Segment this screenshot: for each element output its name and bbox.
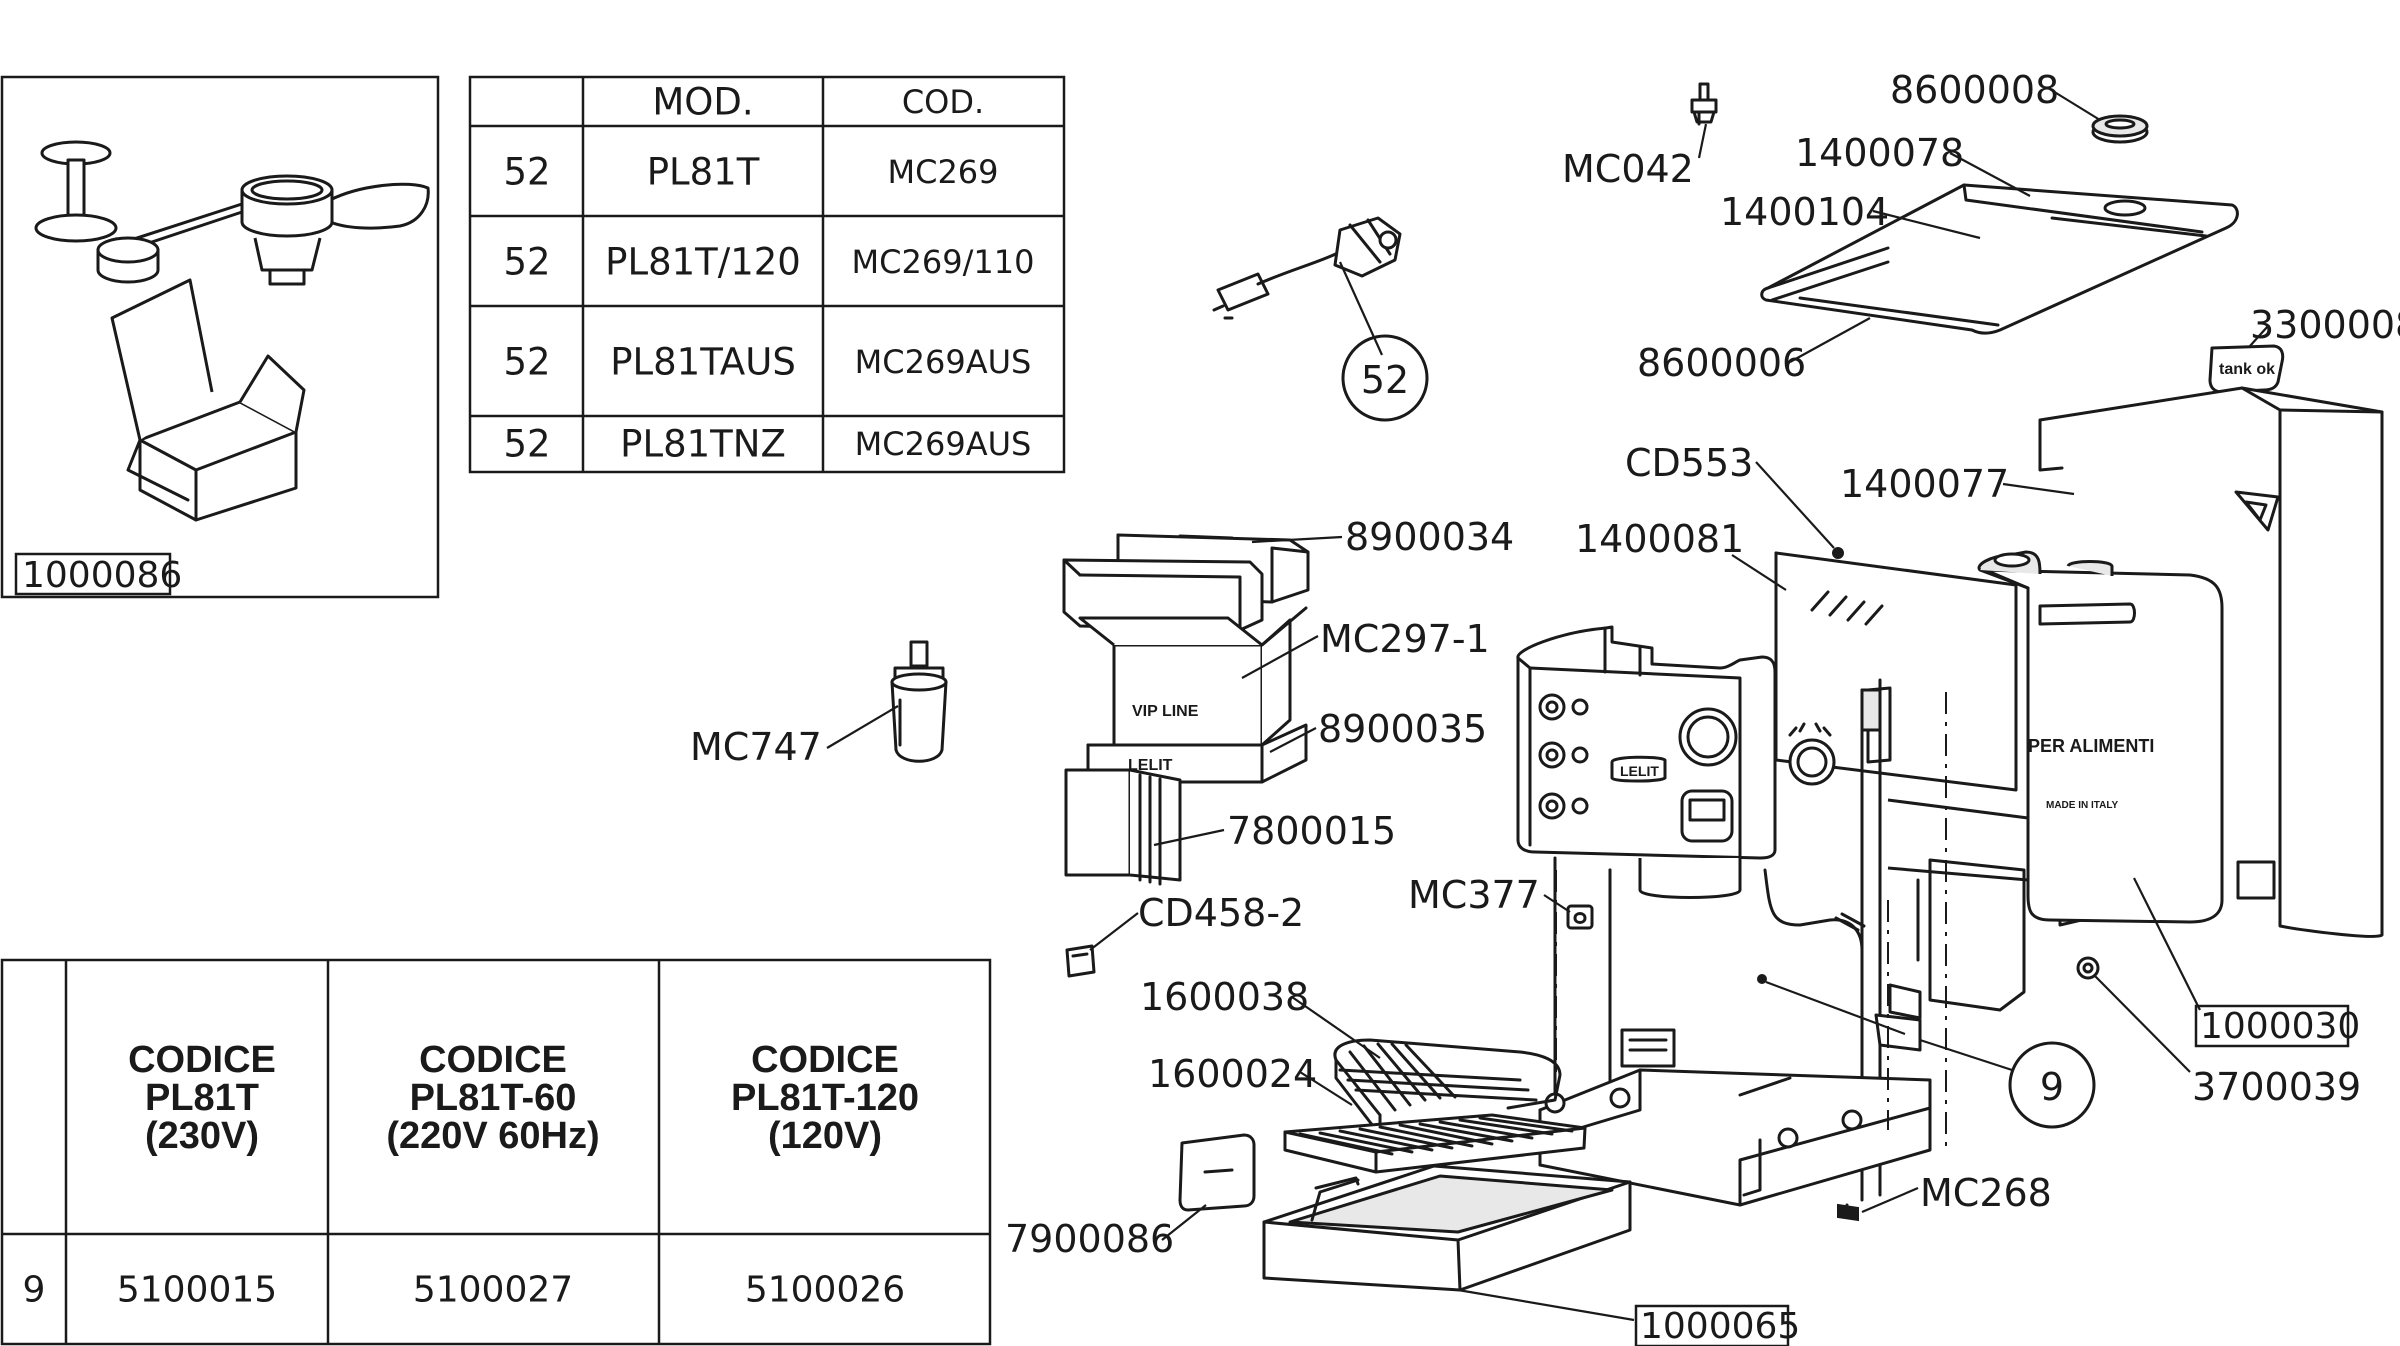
tamper-icon: [34, 140, 118, 243]
tray-brand-print: LELIT: [1128, 757, 1173, 774]
label-mc377: MC377: [1408, 873, 1540, 917]
models-row-mod: PL81T: [647, 151, 760, 194]
codes-header-line: (120V): [768, 1115, 882, 1157]
codes-row-value: 5100015: [117, 1270, 277, 1311]
models-row-ref: 52: [503, 151, 550, 194]
codes-header-line: (220V 60Hz): [386, 1115, 599, 1157]
accessory-kit-code: 1000086: [22, 555, 182, 596]
models-header-cod: COD.: [902, 83, 984, 121]
codes-row-ref: 9: [23, 1270, 46, 1311]
codes-header-line: (230V): [145, 1115, 259, 1157]
codes-header-line: PL81T-60: [410, 1077, 577, 1119]
power-cord-drawing: 52: [1212, 216, 1429, 422]
packaging-stack: VIP LINE LELIT 8900034 MC297-1 8900035 7…: [1062, 515, 1514, 978]
main-chassis: 1400081 CD553 LELIT: [1408, 441, 2052, 1222]
label-1400078: 1400078: [1795, 131, 1964, 175]
codes-header-line: CODICE: [128, 1039, 276, 1081]
rear-tank-assembly: 1400077 PER ALIMENTI MADE IN ITALY 10000…: [1840, 386, 2384, 1109]
accessory-kit-panel: 1000086: [0, 75, 440, 599]
label-7900086: 7900086: [1005, 1217, 1174, 1261]
front-brand-print: LELIT: [1620, 763, 1659, 779]
codes-header-line: CODICE: [751, 1039, 899, 1081]
codes-header-line: PL81T: [145, 1077, 259, 1119]
codes-header-line: PL81T-120: [731, 1077, 919, 1119]
label-3700039: 3700039: [2192, 1065, 2361, 1109]
label-8900034: 8900034: [1345, 515, 1514, 559]
codes-header-line: CODICE: [419, 1039, 567, 1081]
label-3300008: 3300008: [2250, 303, 2400, 347]
carton-box-icon: [110, 278, 306, 522]
models-row-mod: PL81TNZ: [620, 423, 786, 466]
label-1600024: 1600024: [1148, 1052, 1317, 1096]
models-row-ref: 52: [503, 341, 550, 384]
label-mc747: MC747: [690, 725, 822, 769]
models-table: MOD. COD. 52 PL81T MC269 52 PL81T/120 MC…: [468, 75, 1066, 474]
tank-origin-print: MADE IN ITALY: [2046, 800, 2119, 811]
label-1600038: 1600038: [1140, 975, 1309, 1019]
models-row-ref: 52: [503, 423, 550, 466]
models-row-cod: MC269AUS: [855, 343, 1032, 381]
label-1400081: 1400081: [1575, 517, 1744, 561]
label-mc268: MC268: [1920, 1171, 2052, 1215]
label-8900035: 8900035: [1318, 707, 1487, 751]
label-8600008: 8600008: [1890, 68, 2059, 112]
tank-tag-print: tank ok: [2219, 361, 2275, 378]
models-row-mod: PL81TAUS: [610, 341, 796, 384]
box-print: VIP LINE: [1132, 703, 1199, 720]
circled-ref-9-callout: 9: [1919, 1038, 2096, 1129]
codes-table: CODICE PL81T (230V) CODICE PL81T-60 (220…: [0, 958, 992, 1346]
codes-row-value: 5100026: [745, 1270, 905, 1311]
label-cd458-2: CD458-2: [1138, 891, 1304, 935]
label-8600006: 8600006: [1637, 341, 1806, 385]
models-row-ref: 52: [503, 241, 550, 284]
label-cd553: CD553: [1625, 441, 1753, 485]
label-1400077: 1400077: [1840, 462, 2009, 506]
label-mc042: MC042: [1562, 147, 1694, 191]
label-1000030: 1000030: [2200, 1006, 2360, 1047]
models-row-cod: MC269: [887, 153, 998, 191]
label-7800015: 7800015: [1227, 809, 1396, 853]
label-mc297-1: MC297-1: [1320, 617, 1490, 661]
models-row-mod: PL81T/120: [605, 241, 801, 284]
label-1000065: 1000065: [1640, 1306, 1800, 1346]
models-row-cod: MC269/110: [852, 243, 1035, 281]
tank-print: PER ALIMENTI: [2028, 736, 2154, 756]
water-filter-drawing: MC747: [690, 640, 948, 769]
label-1400104: 1400104: [1720, 190, 1889, 234]
measuring-spoon-icon: [96, 201, 250, 284]
drip-tray-group: 1600038 1600024 7900086 1000065: [1005, 975, 1800, 1346]
circled-ref-9: 9: [2040, 1065, 2064, 1109]
circled-ref-52: 52: [1361, 358, 1409, 402]
models-row-cod: MC269AUS: [855, 425, 1032, 463]
top-cover-assembly: MC042 8600008 1400078 1400104 8600006 ta…: [1562, 68, 2400, 394]
models-header-mod: MOD.: [652, 81, 753, 124]
portafilter-icon: [240, 174, 430, 286]
codes-row-value: 5100027: [413, 1270, 573, 1311]
